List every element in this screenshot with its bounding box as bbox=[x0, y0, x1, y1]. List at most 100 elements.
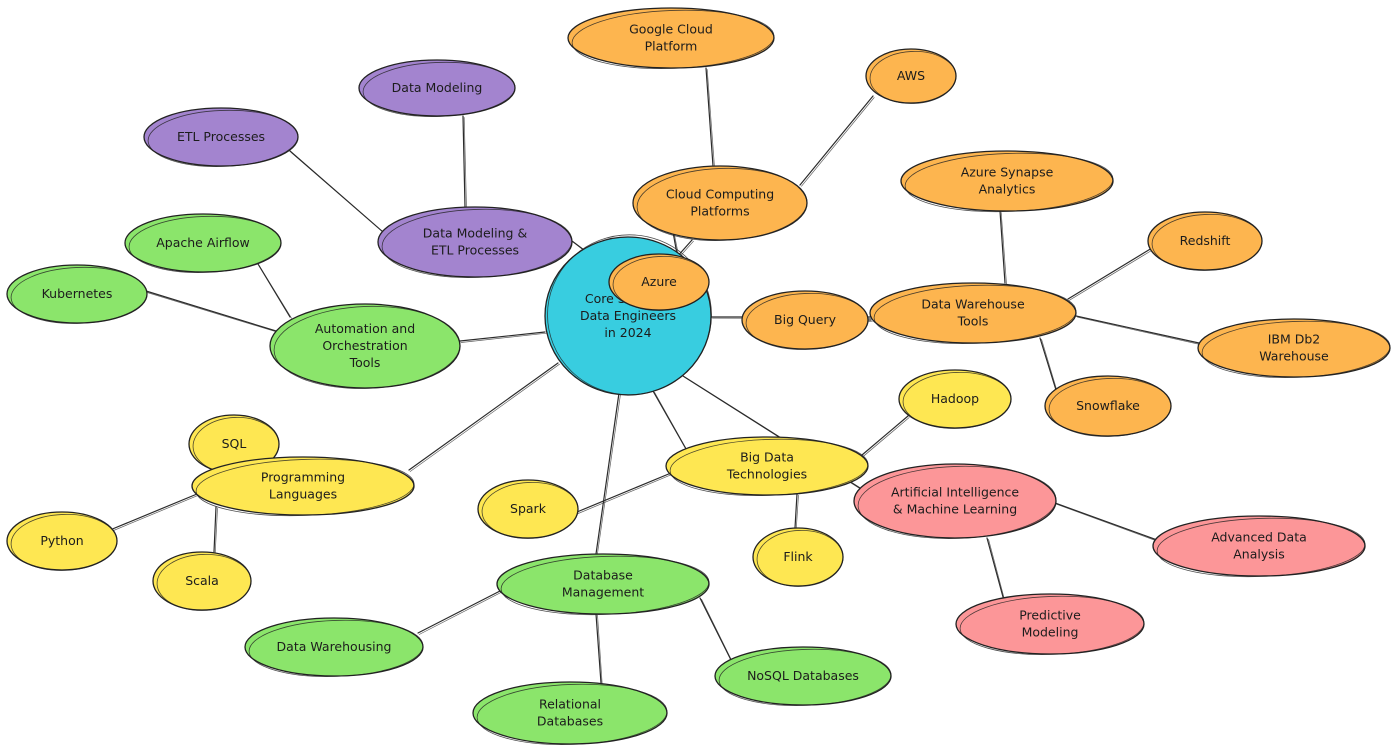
node-cloud-outline bbox=[636, 167, 808, 241]
node-spark-label: Spark bbox=[510, 501, 547, 516]
connector-lines bbox=[109, 67, 1201, 685]
label-line: Azure bbox=[641, 274, 677, 289]
connector-database-to-nosql bbox=[699, 597, 733, 662]
label-line: Kubernetes bbox=[42, 286, 113, 301]
connector-cloud-to-aws bbox=[799, 95, 875, 187]
label-line: Programming bbox=[261, 470, 345, 485]
node-spark: Spark bbox=[477, 479, 579, 539]
node-airflow-label: Apache Airflow bbox=[156, 235, 250, 250]
label-line: Database bbox=[573, 568, 633, 583]
node-aws: AWS bbox=[865, 48, 957, 104]
node-snowflake-outline bbox=[1048, 377, 1172, 437]
label-line: Spark bbox=[510, 501, 547, 516]
node-python-outline bbox=[10, 513, 118, 571]
label-line: Technologies bbox=[726, 467, 807, 482]
node-modeling: Data Modeling &ETL Processes bbox=[377, 206, 573, 278]
label-line: Data Warehouse bbox=[921, 297, 1025, 312]
node-automation-outline bbox=[273, 305, 461, 389]
label-line: Databases bbox=[537, 714, 603, 729]
node-advanced-outline bbox=[1156, 517, 1366, 578]
node-kubernetes-outline bbox=[10, 266, 148, 324]
node-airflow-outline bbox=[128, 215, 282, 273]
label-line: Python bbox=[40, 533, 83, 548]
connector-root-to-bigdata bbox=[652, 390, 688, 451]
label-line: AWS bbox=[897, 68, 925, 83]
node-bigdata-outline bbox=[669, 438, 869, 497]
node-sql-label: SQL bbox=[222, 436, 247, 451]
node-flink-label: Flink bbox=[783, 549, 813, 564]
node-scala-outline bbox=[156, 553, 252, 611]
connector-warehouse-to-synapse bbox=[999, 210, 1007, 285]
connector-cloud-to-gcp bbox=[705, 67, 715, 168]
node-nosql: NoSQL Databases bbox=[714, 646, 892, 706]
label-line: IBM Db2 bbox=[1268, 332, 1321, 347]
label-line: Advanced Data bbox=[1211, 530, 1307, 545]
connector-database-to-relational bbox=[595, 613, 603, 685]
node-snowflake: Snowflake bbox=[1044, 375, 1172, 437]
label-line: Scala bbox=[185, 573, 219, 588]
connector-modeling-to-etl bbox=[289, 150, 385, 234]
node-nosql-outline bbox=[718, 648, 892, 706]
node-ibm-outline bbox=[1201, 320, 1391, 379]
node-etl-outline bbox=[147, 109, 299, 167]
node-dwhousing-label: Data Warehousing bbox=[277, 639, 392, 654]
label-line: Big Data bbox=[740, 450, 794, 465]
connector-warehouse-to-ibm bbox=[1075, 315, 1201, 345]
connector-root-to-database bbox=[595, 392, 621, 556]
label-line: Hadoop bbox=[931, 391, 979, 406]
label-line: & Machine Learning bbox=[893, 502, 1017, 517]
node-scala: Scala bbox=[152, 551, 252, 611]
label-line: Data Modeling & bbox=[423, 226, 528, 241]
node-etl-label: ETL Processes bbox=[177, 129, 265, 144]
connector-bigdata-to-flink bbox=[794, 493, 799, 530]
node-azure-outline bbox=[612, 255, 710, 311]
node-snowflake-label: Snowflake bbox=[1076, 398, 1140, 413]
node-kubernetes: Kubernetes bbox=[6, 264, 148, 324]
label-line: Tools bbox=[957, 314, 989, 329]
connector-automation-to-kubernetes bbox=[145, 290, 278, 333]
connector-warehouse-to-redshift bbox=[1067, 247, 1154, 301]
node-flink-outline bbox=[756, 530, 844, 587]
label-line: Relational bbox=[539, 697, 601, 712]
node-datamodeling: Data Modeling bbox=[358, 59, 516, 117]
node-hadoop: Hadoop bbox=[898, 369, 1012, 429]
node-relational-outline bbox=[476, 683, 668, 745]
node-ai: Artificial Intelligence& Machine Learnin… bbox=[853, 463, 1057, 539]
connector-root-to-programming bbox=[408, 362, 560, 472]
label-line: Automation and bbox=[315, 321, 415, 336]
node-dwhousing-outline bbox=[248, 619, 424, 677]
label-line: ETL Processes bbox=[177, 129, 265, 144]
label-line: Azure Synapse bbox=[961, 165, 1054, 180]
node-datamodeling-outline bbox=[362, 61, 516, 117]
label-line: Cloud Computing bbox=[666, 187, 774, 202]
connector-modeling-to-datamodeling bbox=[462, 115, 467, 209]
label-line: Tools bbox=[349, 355, 381, 370]
label-line: Modeling bbox=[1022, 625, 1079, 640]
label-line: Big Query bbox=[774, 312, 837, 327]
root-node-outline bbox=[547, 234, 712, 396]
node-bigquery-label: Big Query bbox=[774, 312, 837, 327]
node-programming-outline bbox=[195, 458, 415, 517]
label-line: Flink bbox=[783, 549, 813, 564]
connector-root-to-automation bbox=[459, 331, 547, 343]
label-line: Redshift bbox=[1180, 233, 1231, 248]
node-bigquery: Big Query bbox=[741, 290, 869, 350]
label-line: Predictive bbox=[1019, 608, 1081, 623]
